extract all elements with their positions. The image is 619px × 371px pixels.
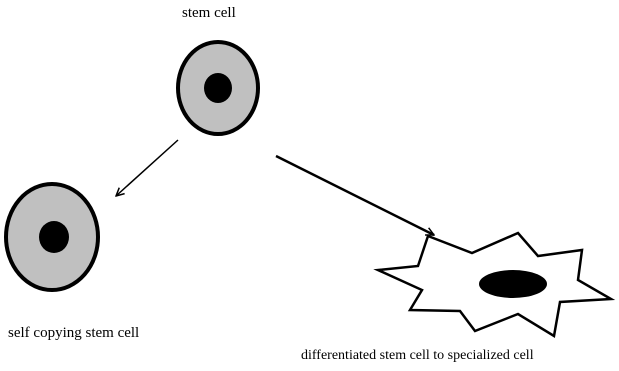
specialized-cell-nucleus — [479, 270, 547, 298]
self-copying-cell — [6, 184, 98, 290]
stem-cell — [178, 42, 258, 134]
self-copying-cell-nucleus — [39, 221, 69, 253]
arrow-to-specialized — [276, 156, 434, 235]
self-copying-cell-label: self copying stem cell — [8, 326, 139, 341]
stem-cell-label: stem cell — [182, 6, 236, 21]
arrow-to-self-copying — [116, 140, 178, 196]
stem-cell-nucleus — [204, 73, 232, 103]
specialized-cell — [378, 233, 611, 336]
specialized-cell-label: differentiated stem cell to specialized … — [301, 349, 534, 363]
